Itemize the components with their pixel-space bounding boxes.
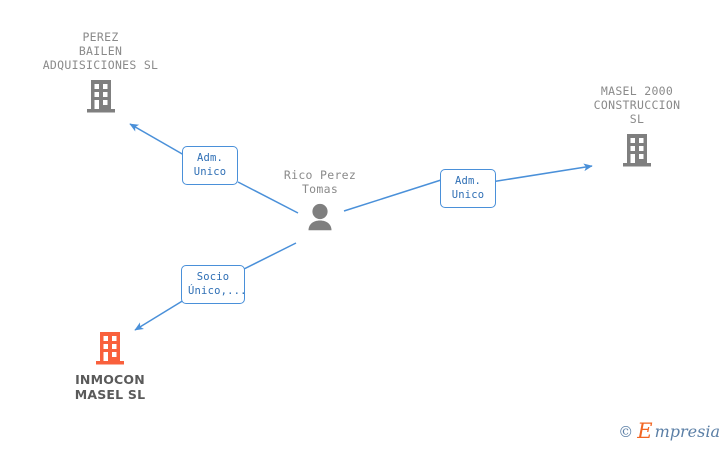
node-perez-bailen[interactable]: PEREZ BAILEN ADQUISICIONES SL — [18, 30, 183, 114]
node-label-masel-2000: MASEL 2000 CONSTRUCCION SL — [593, 84, 681, 126]
building-icon[interactable] — [562, 126, 712, 168]
person-icon[interactable] — [252, 196, 388, 234]
edge-line-sociounico-to-inmocon — [134, 299, 185, 331]
edge-line-person-to-admunico-left — [237, 181, 299, 214]
node-inmocon-masel[interactable]: INMOCON MASEL SL — [40, 330, 180, 402]
node-label-inmocon-masel: INMOCON MASEL SL — [74, 372, 146, 402]
building-icon[interactable] — [18, 72, 183, 114]
edge-label-adm-unico-perez-bailen[interactable]: Adm. Unico — [182, 146, 238, 185]
edge-line-person-to-admunico-right — [343, 179, 442, 212]
brand-initial: E — [637, 419, 653, 443]
edge-line-person-to-sociounico — [239, 242, 297, 272]
edge-line-admunico-left-to-perezbailen — [129, 123, 185, 156]
node-label-rico-perez-tomas: Rico Perez Tomas — [283, 168, 357, 196]
edge-label-socio-unico-inmocon[interactable]: Socio Único,... — [181, 265, 247, 304]
edge-line-admunico-right-to-masel2000 — [490, 163, 593, 183]
node-rico-perez-tomas[interactable]: Rico Perez Tomas — [252, 168, 388, 234]
watermark-empresia: © E mpresia — [618, 421, 720, 442]
node-masel-2000[interactable]: MASEL 2000 CONSTRUCCION SL — [562, 84, 712, 168]
brand-name: mpresia — [654, 421, 720, 441]
node-label-perez-bailen: PEREZ BAILEN ADQUISICIONES SL — [42, 30, 159, 72]
edge-label-adm-unico-masel-2000[interactable]: Adm. Unico — [440, 169, 496, 208]
building-icon[interactable] — [40, 330, 180, 366]
copyright-symbol: © — [618, 422, 634, 441]
